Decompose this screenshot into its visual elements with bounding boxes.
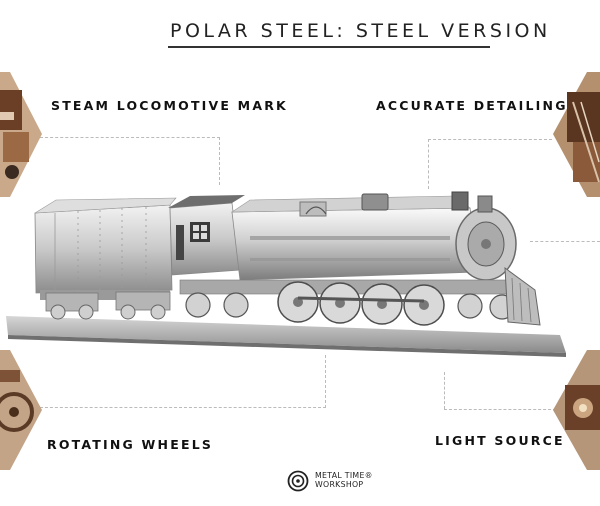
feature-label-light-source: LIGHT SOURCE [435, 433, 565, 448]
detail-photo-bottom-left [0, 350, 42, 470]
logo-line-1: METAL TIME® [315, 471, 373, 480]
leader-line-bottom-right-rise [444, 372, 445, 409]
leader-line-top-left-drop [219, 137, 220, 185]
cowcatcher [504, 266, 541, 326]
leader-line-bottom-left-rise [325, 355, 326, 408]
title-underline [168, 46, 490, 48]
boiler [230, 191, 517, 281]
feature-label-accurate-detailing: ACCURATE DETAILING [376, 98, 568, 113]
leader-line-bottom-right [444, 409, 556, 410]
leader-line-right [530, 241, 600, 242]
locomotive-model-image [6, 191, 566, 357]
detail-photo-top-left [0, 72, 42, 197]
cab [168, 195, 245, 276]
leader-line-top-right-drop [428, 139, 429, 189]
leader-line-bottom-left [40, 407, 326, 408]
track-base [6, 316, 566, 353]
brand-logo: METAL TIME® WORKSHOP [283, 470, 393, 494]
drive-wheels [179, 279, 515, 326]
feature-label-locomotive-mark: STEAM LOCOMOTIVE MARK [51, 98, 288, 113]
feature-label-rotating-wheels: ROTATING WHEELS [47, 437, 214, 452]
logo-line-2: WORKSHOP [315, 480, 364, 489]
leader-line-top-right [428, 139, 552, 140]
leader-line-top-left [40, 137, 220, 138]
metal-time-logo-icon [287, 470, 309, 492]
tender-car [34, 197, 177, 320]
page-title: POLAR STEEL: STEEL VERSION [170, 20, 551, 42]
detail-photo-bottom-right [553, 350, 600, 470]
detail-photo-top-right [553, 72, 600, 197]
